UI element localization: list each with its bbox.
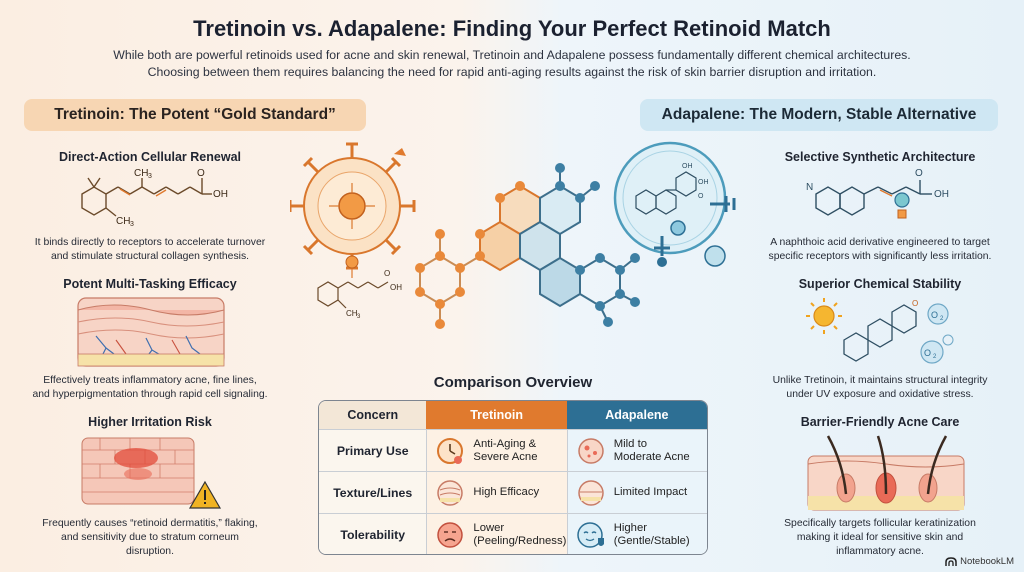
tretinoin-heading: Tretinoin: The Potent “Gold Standard” [24,99,366,131]
bubble-oh-2: OH [698,179,709,186]
subtitle-line-1: While both are powerful retinoids used f… [113,48,911,62]
row-tretinoin-cell: High Efficacy [426,472,567,513]
clock-icon [437,437,464,464]
table-header-row: Concern Tretinoin Adapalene [319,401,707,429]
brand-watermark: NotebookLM [945,556,1014,567]
stability-icon: O O 2 O 2 [806,298,954,364]
mol-label-oh: OH [213,189,228,200]
table-row: Texture/Lines High Efficacy Limited Impa… [319,471,707,513]
smooth-skin-icon [577,479,604,506]
o2-label-a-sub: 2 [940,316,944,322]
row-concern: Tolerability [319,514,427,554]
mol-label-o: O [197,168,205,179]
page-title: Tretinoin vs. Adapalene: Finding Your Pe… [193,16,831,41]
adapalene-receptor-bubble-icon: OH OH O [613,141,736,267]
comparison-title: Comparison Overview [433,374,593,391]
adapalene-section-3-title: Barrier-Friendly Acne Care [800,415,960,429]
adapalene-heading: Adapalene: The Modern, Stable Alternativ… [640,99,998,131]
adapalene-molecule-icon: N O OH [806,168,949,219]
bubble-o: O [698,193,704,200]
header-tretinoin: Tretinoin [426,401,567,429]
comparison-table: Concern Tretinoin Adapalene Primary Use … [318,400,708,555]
adapalene-section-1-text: A naphthoic acid derivative engineered t… [768,237,992,262]
row-tretinoin-cell: Anti-Aging & Severe Acne [426,430,567,471]
center-mol-ch3-sub: 3 [357,314,361,320]
calm-face-icon [576,521,604,548]
center-mol-oh: OH [390,283,402,292]
sun-icon [806,298,842,334]
tretinoin-section-1-text: It binds directly to receptors to accele… [34,237,266,262]
acne-skin-icon [577,437,604,464]
row-adapalene-cell: Limited Impact [566,472,707,513]
stability-mol-o: O [912,299,918,308]
o2-label-b: O [924,348,931,358]
center-mol-ch3: CH [346,309,358,318]
adapalene-section-2-title: Superior Chemical Stability [798,277,962,291]
tretinoin-section-3-title: Higher Irritation Risk [88,415,212,429]
table-row: Primary Use Anti-Aging & Severe Acne Mil… [319,429,707,471]
row-concern: Texture/Lines [319,472,427,513]
adapalene-mol-n: N [806,182,813,193]
mol-label-ch3-top: CH [134,168,148,179]
hair-follicle-icons [826,435,948,504]
mol-label-ch3-top-sub: 3 [148,173,152,180]
adapalene-mol-oh: OH [934,189,949,200]
follicle-skin-icon [807,435,965,511]
tretinoin-section-2-text: Effectively treats inflammatory acne, fi… [32,375,268,400]
irritated-skin-icon [81,437,222,509]
o2-label-b-sub: 2 [933,354,937,360]
tretinoin-section-2-title: Potent Multi-Tasking Efficacy [63,277,237,291]
row-adapalene-cell: Mild to Moderate Acne [566,430,707,471]
irritated-face-icon [437,521,464,548]
tretinoin-molecule-icon: CH 3 O OH CH 3 [81,168,228,228]
center-mol-o: O [384,269,390,278]
adapalene-section-2-text: Unlike Tretinoin, it maintains structura… [772,375,988,400]
header-concern: Concern [319,401,427,429]
brand-name: NotebookLM [960,556,1014,567]
mol-label-ch3-bottom: CH [116,216,130,227]
page-subtitle: While both are powerful retinoids used f… [60,47,964,81]
mol-label-ch3-bottom-sub: 3 [130,221,134,228]
tretinoin-section-3-text: Frequently causes “retinoid dermatitis,”… [42,518,258,557]
subtitle-line-2: Choosing between them requires balancing… [147,65,877,79]
bubble-oh-1: OH [682,163,693,170]
row-adapalene-cell: Higher (Gentle/Stable) [566,514,707,554]
o2-label-a: O [931,310,938,320]
skin-texture-icon [437,479,464,506]
header-adapalene: Adapalene [566,401,707,429]
adapalene-mol-o: O [915,168,923,179]
row-concern: Primary Use [319,430,427,471]
tretinoin-section-1-title: Direct-Action Cellular Renewal [59,150,241,164]
adapalene-section-1-title: Selective Synthetic Architecture [784,150,976,164]
table-row: Tolerability Lower (Peeling/Redness) Hig [319,513,707,554]
adapalene-section-3-text: Specifically targets follicular keratini… [784,518,976,557]
row-tretinoin-cell: Lower (Peeling/Redness) [426,514,567,554]
skin-layers-icon [77,297,225,367]
cell-receptor-icon [290,142,416,270]
notebooklm-logo-icon [945,556,957,566]
central-illustration: OH O CH 3 [290,141,736,329]
